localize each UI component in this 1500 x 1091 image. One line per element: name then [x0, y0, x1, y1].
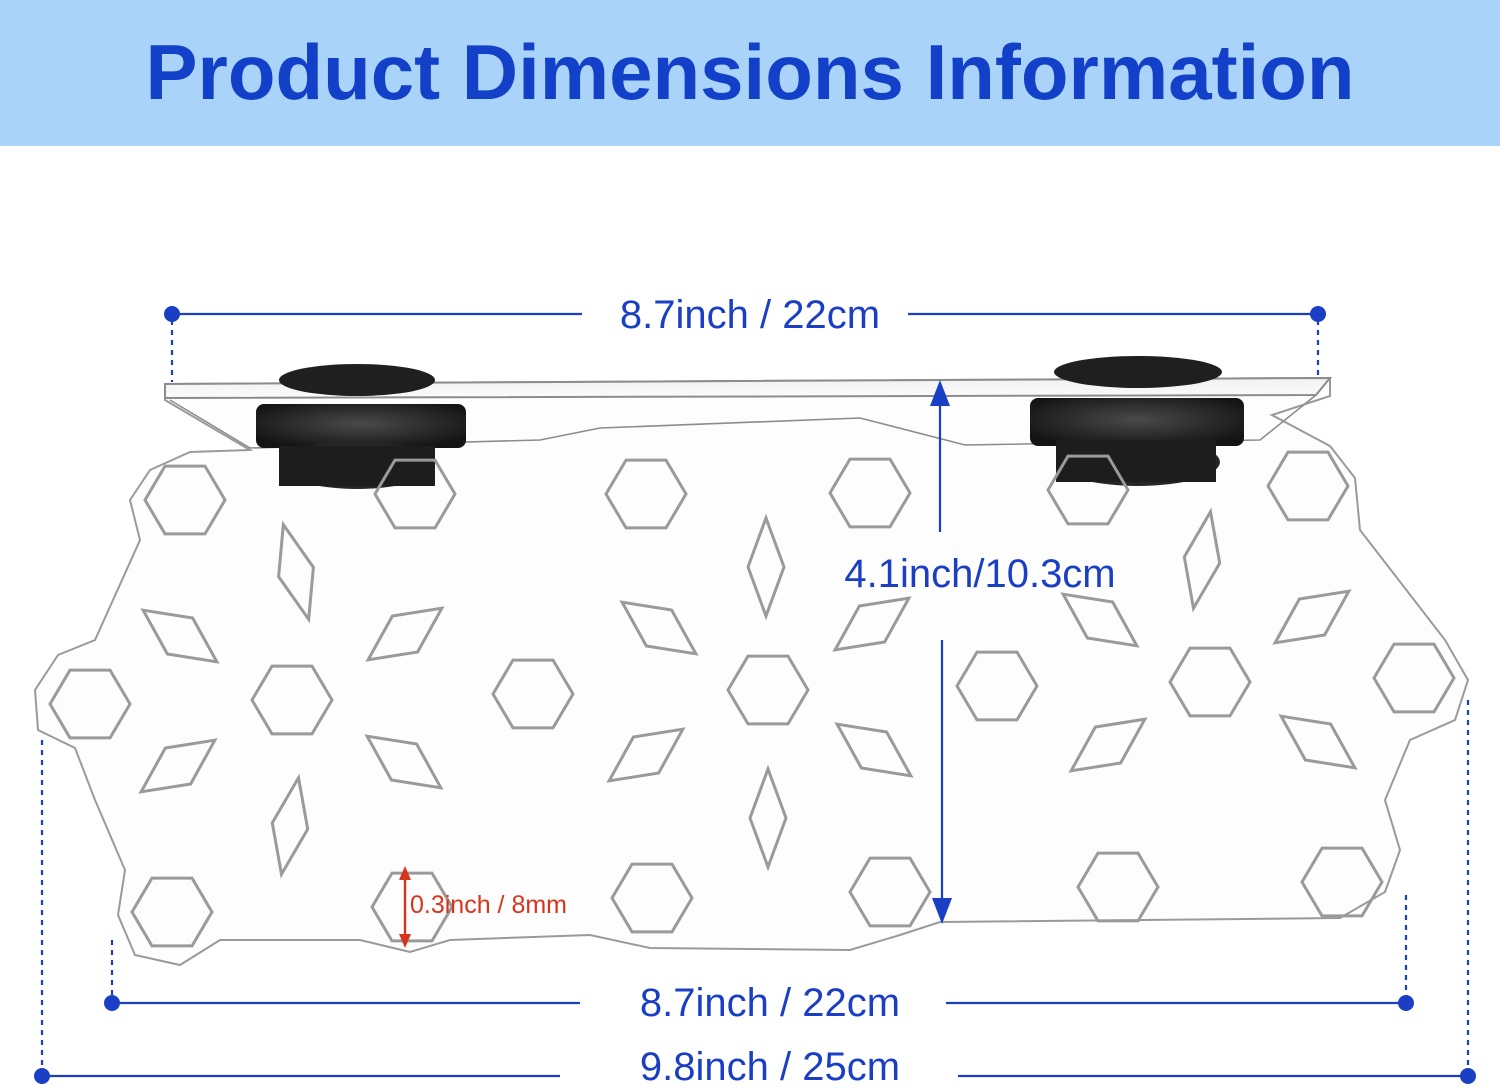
diamond-cutout: [1068, 717, 1148, 773]
dimension-endpoint: [1310, 306, 1326, 322]
top-width-label: 8.7inch / 22cm: [620, 293, 880, 337]
arrow-up: [930, 380, 950, 406]
hexagon-cutout: [1372, 642, 1456, 714]
diamond-cutout: [832, 596, 912, 652]
dimension-endpoint: [164, 306, 180, 322]
hexagon-cutout: [143, 464, 227, 536]
diamond-cutout: [270, 773, 310, 879]
dimension-endpoint: [1398, 995, 1414, 1011]
suction-cup-right: [1030, 356, 1244, 486]
suction-cup-left: [256, 364, 466, 489]
hexagon-cutout: [1168, 646, 1252, 718]
hexagon-cutout: [373, 458, 457, 530]
product-diagram: 8.7inch / 22cm 4.1inch/10.3cm 8.7inch / …: [33, 293, 1476, 1089]
hexagon-cutout: [604, 458, 688, 530]
bottom-width-label: 8.7inch / 22cm: [640, 981, 900, 1025]
hexagon-cutout: [955, 650, 1039, 722]
page-title: Product Dimensions Information: [145, 27, 1355, 116]
dimension-lines: [34, 306, 1476, 1084]
dimension-endpoint: [1460, 1068, 1476, 1084]
diamond-cutout: [1278, 714, 1358, 770]
hexagon-cutout: [48, 668, 132, 740]
overall-width-label: 9.8inch / 25cm: [640, 1045, 900, 1089]
diamond-cutout: [138, 738, 218, 794]
diamond-cutout: [1060, 592, 1140, 648]
diamond-cutout: [834, 722, 914, 778]
hexagon-cutout: [370, 871, 454, 943]
diamond-cutout: [365, 606, 445, 662]
diamond-cutout: [746, 513, 786, 621]
thickness-arrow-up: [399, 866, 411, 880]
arrow-down: [932, 898, 952, 924]
diamond-cutout: [748, 764, 788, 872]
hexagon-cutout: [1076, 851, 1160, 923]
thickness-label: 0.3inch / 8mm: [410, 891, 567, 919]
hexagon-cutout: [491, 658, 575, 730]
hexagon-cutout: [1266, 450, 1350, 522]
diamond-cutout: [1272, 589, 1352, 645]
diamond-cutout: [364, 734, 444, 790]
diamond-cutout: [277, 520, 315, 624]
hexagon-cutout: [250, 664, 334, 736]
acrylic-plate: [33, 376, 1470, 967]
diamond-cutout: [1182, 507, 1222, 613]
diamond-cutout: [140, 608, 220, 664]
dimension-endpoint: [34, 1068, 50, 1084]
top-rail: [164, 376, 1333, 449]
hexagon-cutout: [130, 876, 214, 948]
height-label: 4.1inch/10.3cm: [844, 552, 1115, 596]
hexagon-cutout: [828, 457, 912, 529]
hexagon-cutout: [1300, 846, 1384, 918]
thickness-arrow-down: [399, 934, 411, 948]
diamond-cutout: [619, 600, 699, 656]
dimension-endpoint: [104, 995, 120, 1011]
hexagon-cutout: [848, 856, 932, 928]
hexagon-cutout: [610, 862, 694, 934]
hexagon-cutout: [1046, 454, 1130, 526]
diamond-cutout: [606, 727, 686, 783]
title-banner: Product Dimensions Information: [0, 0, 1500, 146]
hexagon-cutout: [726, 654, 810, 726]
cutout-pattern: [48, 450, 1456, 948]
